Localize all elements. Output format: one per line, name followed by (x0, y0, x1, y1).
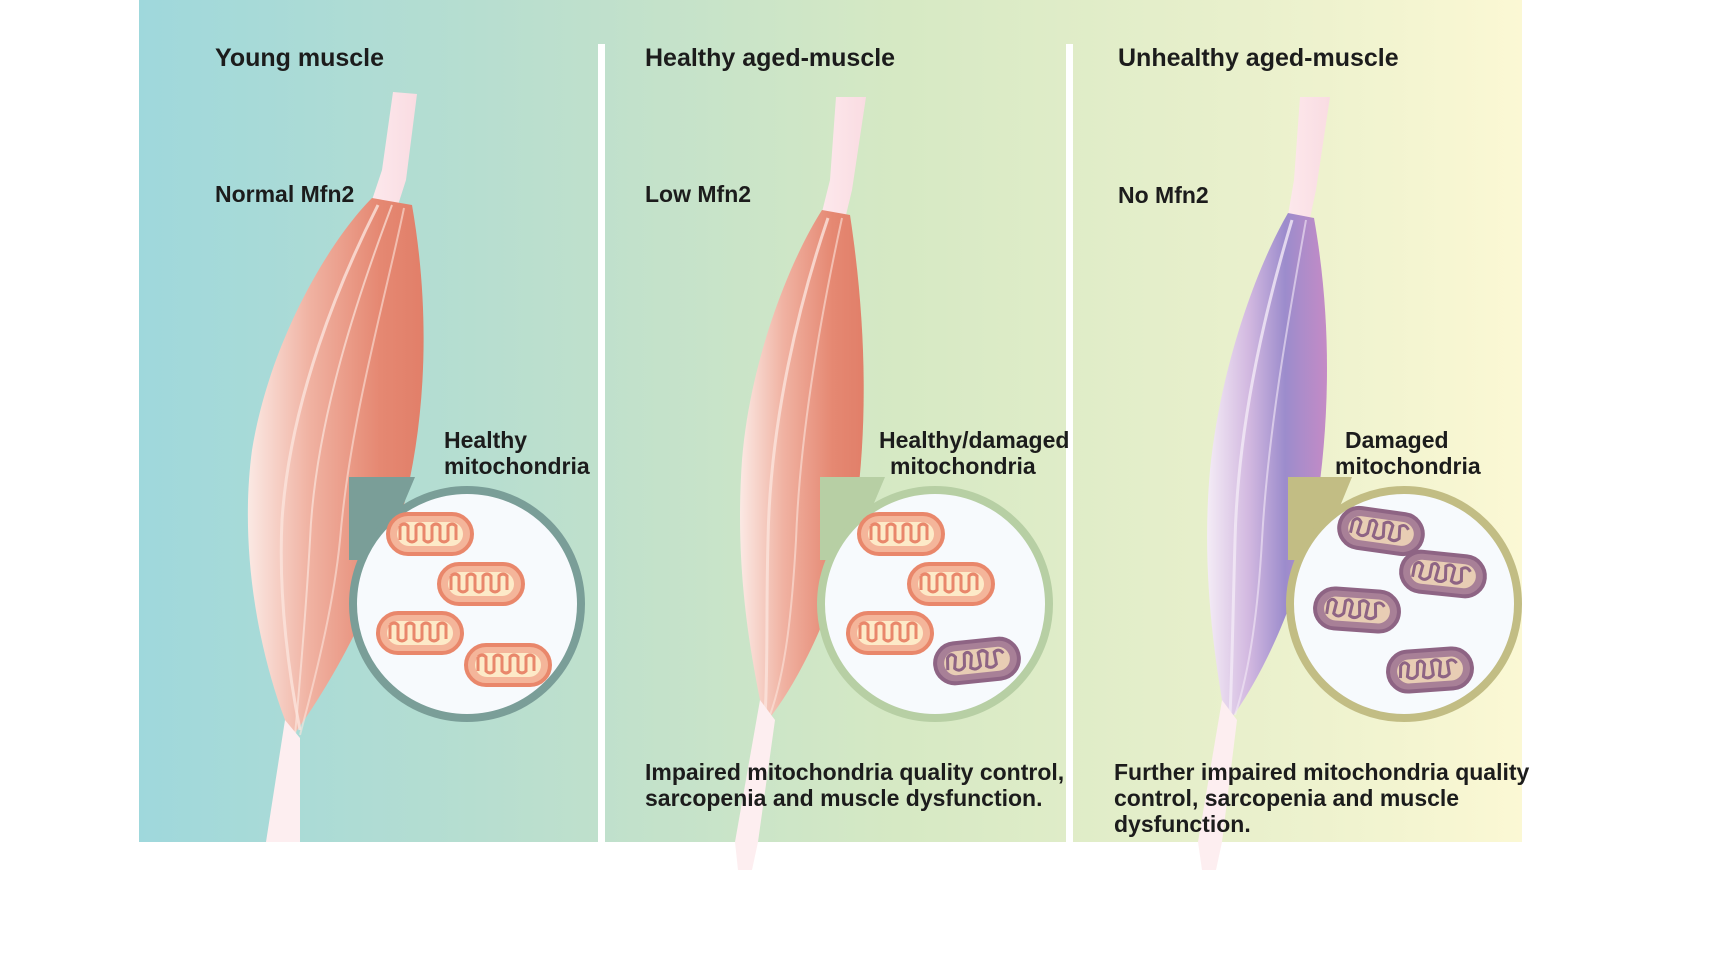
panel-3-mito-label-line2: mitochondria (1335, 453, 1481, 479)
panel-2-mito-label-line2: mitochondria (890, 453, 1036, 479)
unhealthy-aged-muscle-illustration (1198, 97, 1330, 870)
panel-2-title: Healthy aged-muscle (645, 44, 896, 72)
panel-1-mfn2-level: Normal Mfn2 (215, 181, 355, 207)
panel-divider-1 (598, 44, 605, 842)
young-muscle-illustration (247, 92, 424, 842)
panel-1-mito-label-line2: mitochondria (444, 453, 590, 479)
panel-1-mito-label-line1: Healthy (444, 427, 528, 453)
panel-3-caption-line3: dysfunction. (1114, 811, 1251, 837)
panel-divider-2 (1066, 44, 1073, 842)
healthy-mitochondrion-icon (846, 611, 934, 655)
panel-3-title: Unhealthy aged-muscle (1118, 44, 1399, 72)
damaged-mitochondrion-icon (1397, 547, 1489, 601)
healthy-mitochondrion-icon (437, 562, 525, 606)
panel-3-mito-label-line1: Damaged (1345, 427, 1449, 453)
panel-3-caption-line2: control, sarcopenia and muscle (1114, 785, 1460, 811)
panel-2-caption-line1: Impaired mitochondria quality control, (645, 759, 1065, 785)
panel-3-mfn2-level: No Mfn2 (1118, 182, 1209, 208)
damaged-mitochondrion-icon (1311, 585, 1403, 635)
healthy-mitochondrion-icon (907, 562, 995, 606)
damaged-mitochondrion-icon (931, 634, 1023, 688)
healthy-mitochondrion-icon (386, 512, 474, 556)
panel-3-caption-line1: Further impaired mitochondria quality (1114, 759, 1530, 785)
healthy-mitochondrion-icon (857, 512, 945, 556)
panel-2-mito-label-line1: Healthy/damaged (879, 427, 1070, 453)
panel-2-mfn2-level: Low Mfn2 (645, 181, 752, 207)
panel-1-title: Young muscle (215, 44, 385, 72)
healthy-mitochondrion-icon (376, 611, 464, 655)
damaged-mitochondrion-icon (1384, 645, 1476, 695)
healthy-mitochondrion-icon (464, 643, 552, 687)
panel-2-caption-line2: sarcopenia and muscle dysfunction. (645, 785, 1043, 811)
